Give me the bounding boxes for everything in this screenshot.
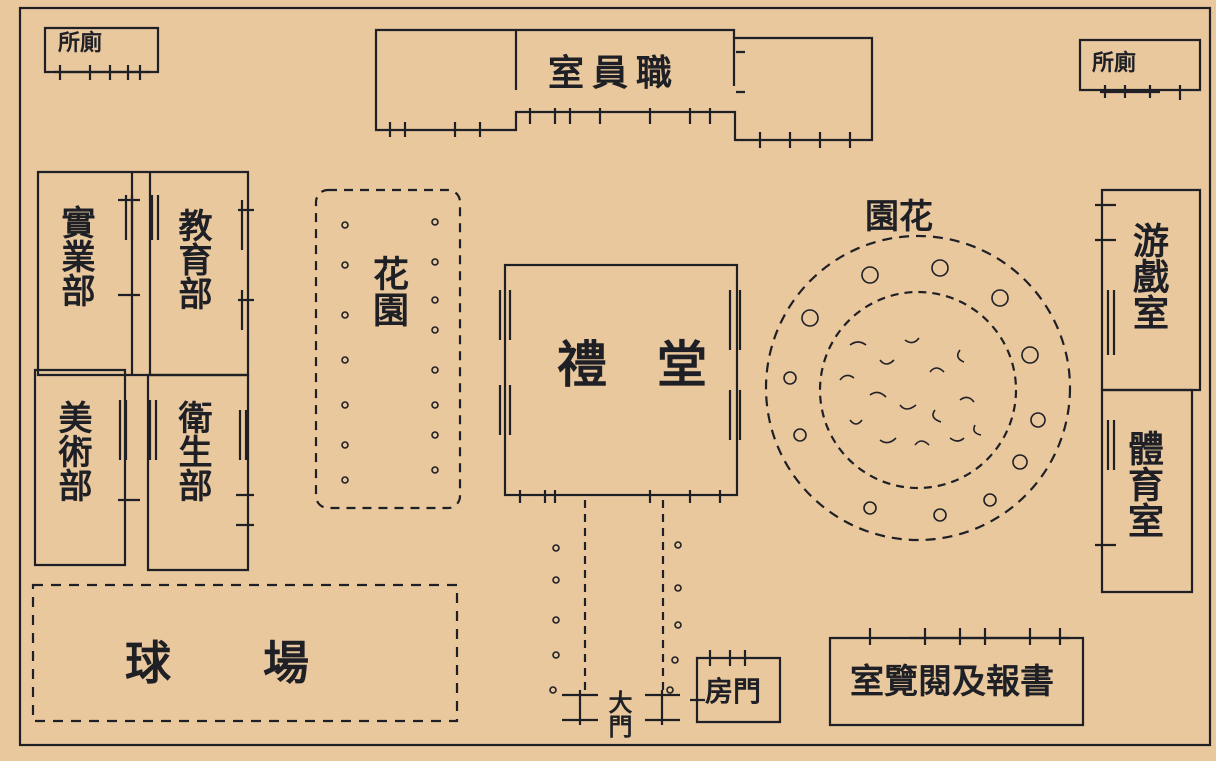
main-gate-label: 大門 (604, 690, 633, 738)
gate-house-label: 房門 (705, 675, 762, 708)
auditorium-building (498, 263, 742, 503)
industry-dept-label: 實業部 (55, 205, 95, 307)
garden-strip-label: 花園 (367, 255, 409, 327)
staff-room-building (374, 28, 874, 148)
reading-room-label: 室覽閱及報書 (850, 662, 1054, 702)
sports-room-label: 體育室 (1122, 430, 1164, 538)
flower-garden-label: 園花 (865, 197, 933, 237)
department-block (33, 170, 254, 572)
hygiene-dept-label: 衛生部 (172, 400, 212, 502)
reading-room-building (828, 628, 1085, 727)
art-dept-label: 美術部 (52, 400, 92, 502)
ball-field-label: 球 場 (125, 636, 309, 690)
toilet-left-label: 所廁 (58, 30, 103, 56)
toilet-right-building (1078, 38, 1202, 100)
auditorium-label: 禮 堂 (557, 335, 707, 394)
main-gate-posts (562, 690, 680, 725)
flower-garden-inner-circle (818, 290, 1018, 490)
gate-house-building (690, 650, 782, 724)
toilet-left-building (43, 26, 160, 80)
planting-marks (341, 218, 1046, 694)
education-dept-label: 教育部 (172, 208, 212, 310)
toilet-right-label: 所廁 (1092, 50, 1137, 76)
path-to-gate (583, 500, 665, 695)
game-room-label: 游戲室 (1127, 222, 1169, 330)
garden-strip-outline (314, 188, 462, 510)
staff-room-label: 室員職 (548, 52, 681, 94)
flower-garden-outer-circle (764, 234, 1072, 542)
right-rooms-building (1095, 188, 1202, 594)
outer-border (18, 6, 1212, 747)
ball-field-outline (31, 583, 459, 723)
